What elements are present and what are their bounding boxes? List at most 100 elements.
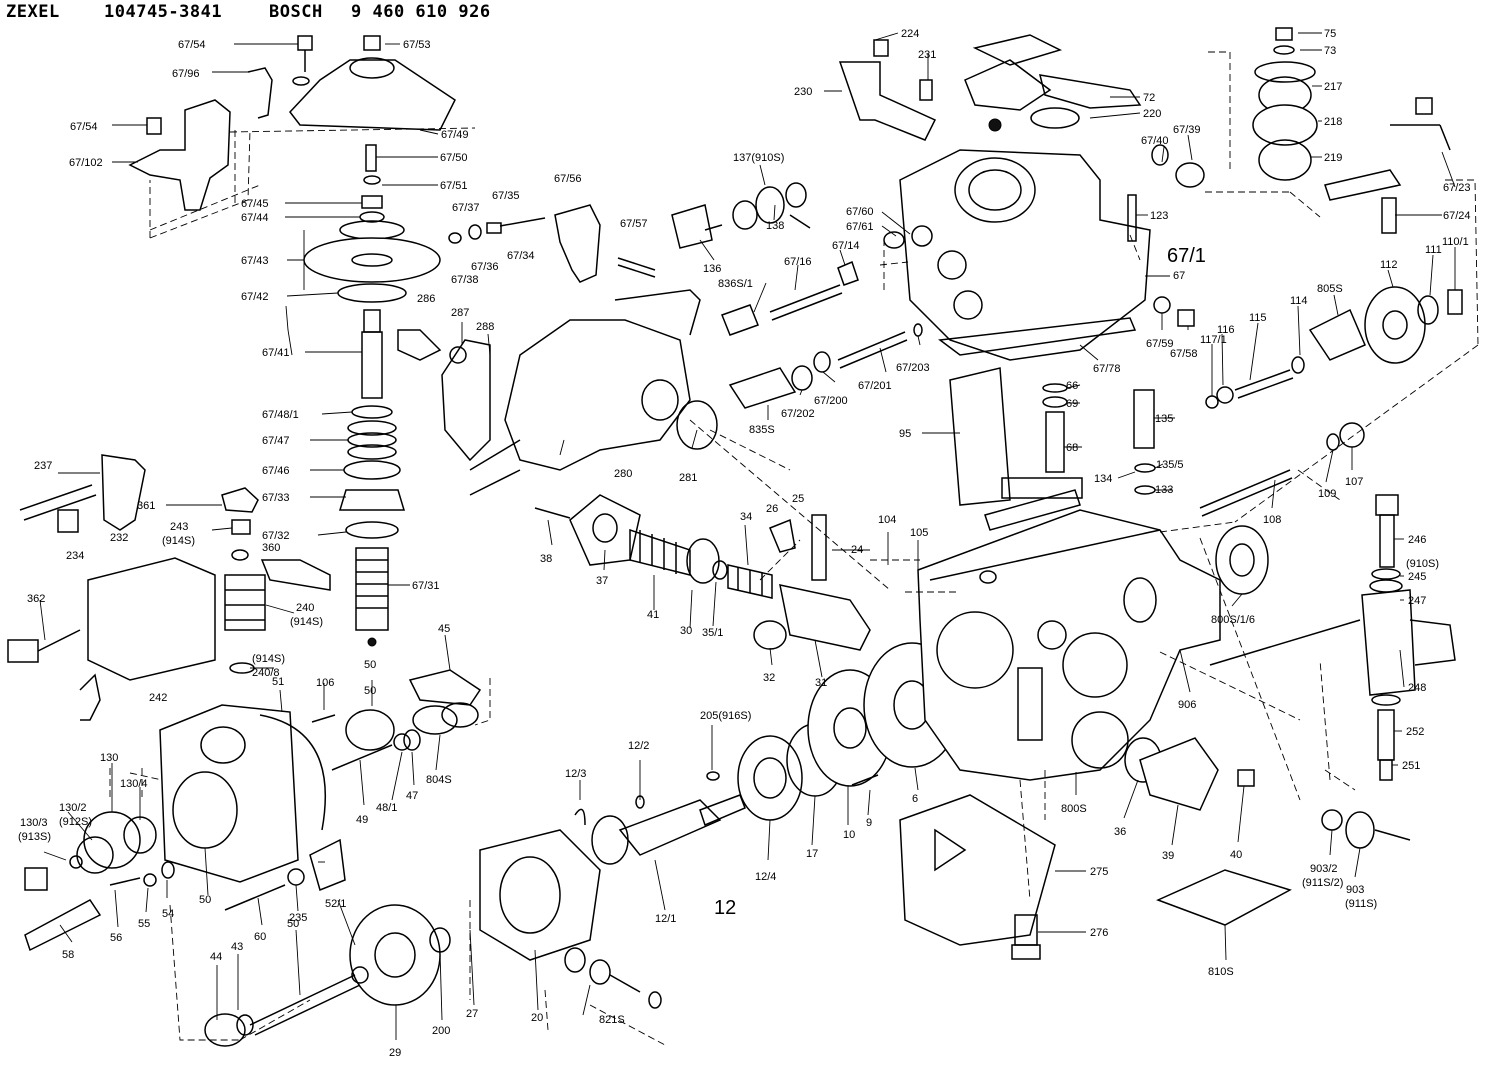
callout-109: 109 <box>1318 488 1336 500</box>
callout-48-1: 48/1 <box>376 802 397 814</box>
callout-111: 111 <box>1425 244 1442 256</box>
governor-cover-assembly <box>128 35 456 647</box>
callout-67-56: 67/56 <box>554 173 582 185</box>
callout-67-41: 67/41 <box>262 347 290 359</box>
callout-276: 276 <box>1090 927 1108 939</box>
callout-234: 234 <box>66 550 84 562</box>
callout-9: 9 <box>866 817 872 829</box>
callout-67-37: 67/37 <box>452 202 480 214</box>
callout-67-53: 67/53 <box>403 39 431 51</box>
callout-911s-2: (911S/2) <box>1302 877 1343 889</box>
callout-67-201: 67/201 <box>858 380 892 392</box>
pump-front-end-parts <box>24 669 482 952</box>
center-valves-and-solenoid <box>949 367 1365 531</box>
callout-56: 56 <box>110 932 122 944</box>
pump-main-housing <box>917 509 1269 781</box>
callout-49: 49 <box>356 814 368 826</box>
callout-68: 68 <box>1066 442 1078 454</box>
callout-130-4: 130/4 <box>120 778 148 790</box>
callout-836s-1: 836S/1 <box>718 278 753 290</box>
callout-219: 219 <box>1324 152 1342 164</box>
callout-67-203: 67/203 <box>896 362 930 374</box>
callout-112: 112 <box>1380 259 1398 271</box>
callout-58: 58 <box>62 949 74 961</box>
callout-287: 287 <box>451 307 469 319</box>
callout-55: 55 <box>138 918 150 930</box>
callout-914s-a: (914S) <box>162 535 195 547</box>
callout-248: 248 <box>1408 682 1426 694</box>
zexel-part-number: 104745-3841 <box>104 2 223 22</box>
governor-housing-67 <box>838 34 1151 361</box>
callout-835s: 835S <box>749 424 775 436</box>
callout-67-43: 67/43 <box>241 255 269 267</box>
callout-12-4: 12/4 <box>755 871 776 883</box>
callout-54: 54 <box>162 908 174 920</box>
callout-67-14: 67/14 <box>832 240 860 252</box>
callout-67-58: 67/58 <box>1170 348 1198 360</box>
callout-115: 115 <box>1249 312 1267 324</box>
callout-26: 26 <box>766 503 778 515</box>
callout-17: 17 <box>806 848 818 860</box>
callout-243: 243 <box>170 521 188 533</box>
callout-67-32: 67/32 <box>262 530 290 542</box>
callout-218: 218 <box>1324 116 1342 128</box>
callout-280: 280 <box>614 468 632 480</box>
callout-67-48-1: 67/48/1 <box>262 409 299 421</box>
callout-130-2: 130/2 <box>59 802 87 814</box>
timer-cover-and-bracket <box>899 737 1292 960</box>
callout-52-1: 52/1 <box>325 898 346 910</box>
callout-67-96: 67/96 <box>172 68 200 80</box>
callout-108: 108 <box>1263 514 1281 526</box>
callout-69: 69 <box>1066 398 1078 410</box>
callout-288: 288 <box>476 321 494 333</box>
callout-67-54b: 67/54 <box>70 121 98 133</box>
governor-spring-assembly <box>1151 27 1451 234</box>
callout-136: 136 <box>703 263 721 275</box>
brand-zexel: ZEXEL <box>6 2 60 22</box>
callout-123: 123 <box>1150 210 1168 222</box>
advance-piston-parts <box>534 494 871 651</box>
callout-906: 906 <box>1178 699 1196 711</box>
callout-67-57: 67/57 <box>620 218 648 230</box>
callout-73: 73 <box>1324 45 1336 57</box>
callout-6: 6 <box>912 793 918 805</box>
callout-361: 361 <box>137 500 155 512</box>
callout-67-38: 67/38 <box>451 274 479 286</box>
callout-903-2: 903/2 <box>1310 863 1338 875</box>
callout-116: 116 <box>1217 324 1235 336</box>
callout-281: 281 <box>679 472 697 484</box>
callout-67-102: 67/102 <box>69 157 103 169</box>
callout-245: 245 <box>1408 571 1426 583</box>
solenoid-and-connector-parts <box>7 454 331 721</box>
callout-252: 252 <box>1406 726 1424 738</box>
callout-47: 47 <box>406 790 418 802</box>
callout-114: 114 <box>1290 295 1308 307</box>
callout-67-49: 67/49 <box>441 129 469 141</box>
callout-50b: 50 <box>364 685 376 697</box>
callout-39: 39 <box>1162 850 1174 862</box>
callout-910s-b: (910S) <box>1406 558 1439 570</box>
callout-67-78: 67/78 <box>1093 363 1121 375</box>
callout-29: 29 <box>389 1047 401 1059</box>
callout-224: 224 <box>901 28 919 40</box>
callout-205: 205(916S) <box>700 710 751 722</box>
callout-25: 25 <box>792 493 804 505</box>
callout-60: 60 <box>254 931 266 943</box>
callout-67-46: 67/46 <box>262 465 290 477</box>
callout-67-200: 67/200 <box>814 395 848 407</box>
callout-911s: (911S) <box>1345 898 1377 910</box>
callout-67-35: 67/35 <box>492 190 520 202</box>
callout-805s: 805S <box>1317 283 1343 295</box>
diagram-header: ZEXEL 104745-3841 BOSCH 9 460 610 926 <box>0 0 1508 30</box>
callout-240-8: 240/8 <box>252 667 280 679</box>
small-linkage-parts <box>448 204 656 283</box>
callout-800s: 800S <box>1061 803 1087 815</box>
callout-27: 27 <box>466 1008 478 1020</box>
callout-286a: 286 <box>417 293 435 305</box>
callout-821s: 821S <box>599 1014 625 1026</box>
callout-133: 133 <box>1155 484 1173 496</box>
callout-20: 20 <box>531 1012 543 1024</box>
callout-242: 242 <box>149 692 167 704</box>
